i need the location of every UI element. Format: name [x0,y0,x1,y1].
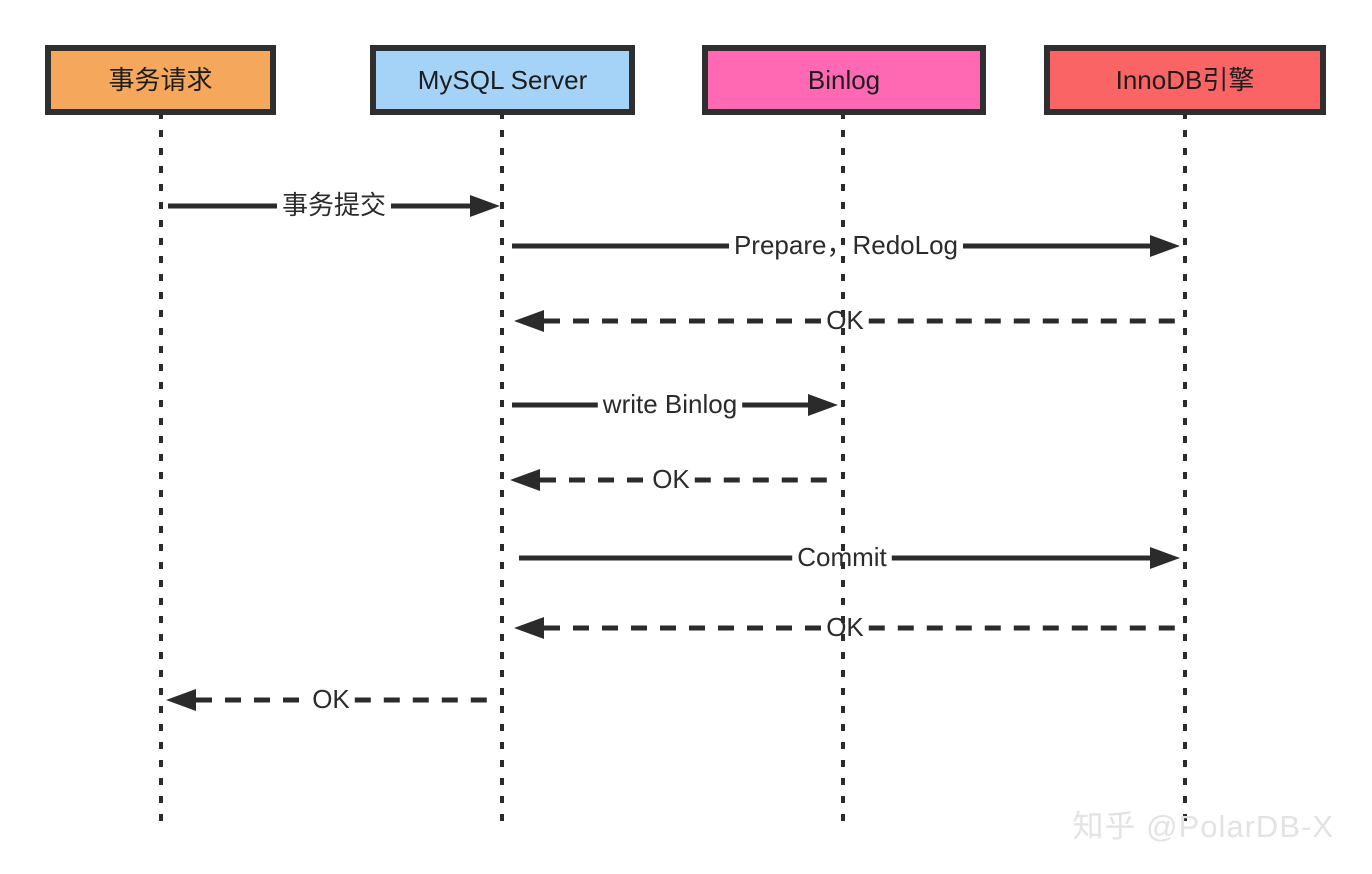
message-label: OK [826,305,864,335]
actor-innodb-engine[interactable]: InnoDB引擎 [1044,45,1326,115]
arrowhead [808,394,838,416]
message-label: OK [652,464,690,494]
actor-label: Binlog [808,65,880,95]
actor-label: MySQL Server [418,65,588,95]
message-msg-ok-binlog: OK [510,464,838,494]
message-msg-ok-client: OK [166,684,495,714]
message-label: OK [826,612,864,642]
arrowhead [1150,235,1180,257]
actor-label: 事务请求 [108,65,212,95]
actor-box[interactable] [702,45,986,115]
message-msg-transaction-commit: 事务提交 [168,190,500,220]
message-msg-write-binlog: write Binlog [512,389,838,419]
arrowhead [470,195,500,217]
actor-box[interactable] [370,45,635,115]
arrowhead [514,617,544,639]
message-label: Prepare，RedoLog [734,230,958,260]
message-label: 事务提交 [282,190,386,220]
arrowhead [510,469,540,491]
arrowhead [1150,547,1180,569]
message-label: Commit [797,542,887,572]
actor-binlog[interactable]: Binlog [702,45,986,115]
actor-box[interactable] [1044,45,1326,115]
actors-layer: 事务请求 MySQL Server Binlog InnoDB引擎 [45,45,1326,115]
actor-label: InnoDB引擎 [1116,65,1255,95]
actor-transaction-request[interactable]: 事务请求 [45,45,276,115]
message-msg-ok-innodb-commit: OK [514,612,1180,642]
watermark: 知乎 @PolarDB-X [1072,809,1334,844]
arrowhead [166,689,196,711]
actor-box[interactable] [45,45,276,115]
message-msg-ok-innodb-prepare: OK [514,305,1180,335]
message-msg-prepare-redolog: Prepare，RedoLog [512,230,1180,260]
message-msg-commit: Commit [519,542,1180,572]
arrowhead [514,310,544,332]
message-label: OK [312,684,350,714]
actor-mysql-server[interactable]: MySQL Server [370,45,635,115]
message-label: write Binlog [602,389,737,419]
